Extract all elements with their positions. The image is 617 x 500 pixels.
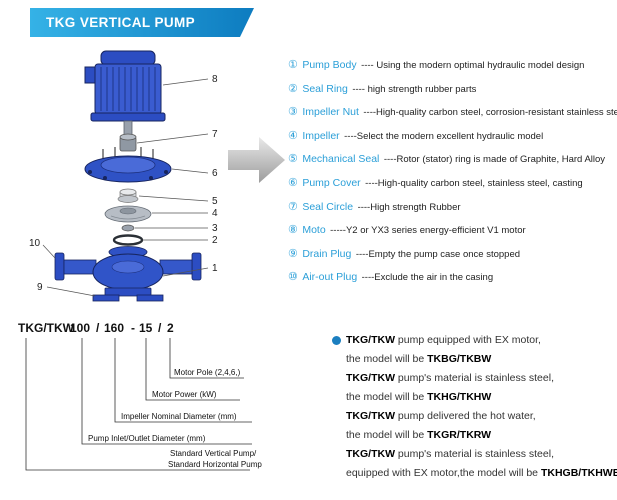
model-pole: 2 bbox=[167, 321, 174, 335]
note-line: equipped with EX motor,the model will be… bbox=[346, 467, 617, 479]
callout-6: 6 bbox=[212, 168, 218, 179]
part-item: ⑨ Drain Plug ----Empty the pump case onc… bbox=[288, 242, 616, 266]
part-name: Pump Body bbox=[302, 59, 357, 71]
part-desc: ---- high strength rubber parts bbox=[352, 83, 477, 95]
label-impeller-diameter: Impeller Nominal Diameter (mm) bbox=[121, 412, 237, 421]
label-series-line2: Standard Horizontal Pump bbox=[168, 460, 262, 469]
model-code-diagram: TKG/TKW 100 / 160 - 15 / 2 Motor Pole (2… bbox=[18, 321, 262, 471]
part-item: ① Pump Body ---- Using the modern optima… bbox=[288, 53, 616, 77]
part-name: Impeller Nut bbox=[302, 106, 359, 119]
part-number-icon: ④ bbox=[288, 129, 298, 142]
parts-list: ① Pump Body ---- Using the modern optima… bbox=[288, 53, 617, 289]
note-line: the model will be TKHG/TKHW bbox=[346, 391, 492, 403]
part-number-icon: ⑨ bbox=[288, 247, 298, 260]
callout-5: 5 bbox=[212, 196, 218, 207]
motor-illustration bbox=[84, 50, 166, 136]
part-name: Seal Ring bbox=[302, 82, 348, 95]
callout-4: 4 bbox=[212, 208, 218, 219]
part-name: Seal Circle bbox=[302, 200, 354, 213]
part-item: ⑤ Mechanical Seal ----Rotor (stator) rin… bbox=[288, 147, 616, 171]
pump-body-illustration bbox=[54, 246, 202, 302]
part-item: ② Seal Ring ---- high strength rubber pa… bbox=[288, 77, 616, 101]
part-name: Drain Plug bbox=[302, 247, 352, 260]
model-inlet: 100 bbox=[70, 321, 90, 335]
part-desc: ----High-quality carbon steel, corrosion… bbox=[363, 107, 617, 119]
note-line: the model will be TKBG/TKBW bbox=[346, 353, 492, 365]
part-desc: ----Select the modern excellent hydrauli… bbox=[344, 130, 544, 142]
callout-7: 7 bbox=[212, 129, 218, 140]
part-number-icon: ① bbox=[288, 59, 298, 71]
pump-cover-illustration bbox=[84, 147, 172, 183]
part-name: Impeller bbox=[302, 129, 340, 142]
coupling-illustration bbox=[119, 133, 137, 152]
part-desc: ----Rotor (stator) ring is made of Graph… bbox=[383, 154, 606, 166]
note-line: TKG/TKW pump's material is stainless ste… bbox=[346, 372, 554, 384]
part-number-icon: ③ bbox=[288, 106, 298, 119]
model-code-lines bbox=[25, 338, 252, 471]
part-desc: ---- Using the modern optimal hydraulic … bbox=[361, 60, 585, 71]
label-inlet-diameter: Pump Inlet/Outlet Diameter (mm) bbox=[88, 434, 206, 443]
part-number-icon: ⑦ bbox=[288, 200, 298, 213]
mechanical-seal-illustration bbox=[117, 188, 139, 203]
impeller-nut-illustration bbox=[121, 224, 135, 232]
note-line: the model will be TKGR/TKRW bbox=[346, 429, 492, 441]
part-number-icon: ② bbox=[288, 82, 298, 95]
arrow-right-icon bbox=[228, 137, 285, 183]
model-sep1: / bbox=[96, 321, 100, 335]
callout-lines bbox=[42, 78, 209, 297]
callout-1: 1 bbox=[212, 263, 218, 274]
impeller-illustration bbox=[104, 205, 152, 223]
label-motor-pole: Motor Pole (2,4,6,) bbox=[174, 368, 241, 377]
page-title: TKG VERTICAL PUMP bbox=[30, 8, 254, 37]
part-number-icon: ⑥ bbox=[288, 176, 298, 189]
note-line: TKG/TKW pump delivered the hot water, bbox=[346, 410, 536, 422]
part-desc: -----Y2 or YX3 series energy-efficient V… bbox=[330, 225, 526, 237]
label-motor-power: Motor Power (kW) bbox=[152, 390, 217, 399]
part-desc: ----High strength Rubber bbox=[357, 201, 461, 213]
part-name: Mechanical Seal bbox=[302, 153, 380, 166]
part-item: ③ Impeller Nut ----High-quality carbon s… bbox=[288, 100, 617, 124]
part-desc: ----High-quality carbon steel, stainless… bbox=[365, 177, 583, 189]
part-item: ⑥ Pump Cover ----High-quality carbon ste… bbox=[288, 171, 616, 195]
callout-8: 8 bbox=[212, 74, 218, 85]
part-desc: ----Empty the pump case once stopped bbox=[355, 248, 521, 260]
callout-10: 10 bbox=[29, 238, 41, 249]
part-name: Pump Cover bbox=[302, 176, 361, 189]
part-number-icon: ⑧ bbox=[288, 224, 298, 237]
model-power: 15 bbox=[139, 321, 153, 335]
part-name: Air-out Plug bbox=[302, 271, 358, 284]
part-number-icon: ⑩ bbox=[288, 271, 298, 284]
model-impeller: 160 bbox=[104, 321, 124, 335]
callout-2: 2 bbox=[212, 235, 218, 246]
part-item: ④ Impeller ----Select the modern excelle… bbox=[288, 124, 616, 148]
part-item: ⑧ Moto -----Y2 or YX3 series energy-effi… bbox=[288, 218, 616, 242]
note-line: TKG/TKW pump equipped with EX motor, bbox=[346, 334, 541, 346]
bullet-icon bbox=[332, 336, 341, 345]
model-sep2: - bbox=[131, 321, 135, 335]
note-line: TKG/TKW pump's material is stainless ste… bbox=[346, 448, 554, 460]
seal-ring-illustration bbox=[112, 234, 144, 246]
part-desc: ----Exclude the air in the casing bbox=[361, 272, 494, 284]
notes-block: TKG/TKW pump equipped with EX motor, the… bbox=[332, 331, 617, 483]
part-number-icon: ⑤ bbox=[288, 153, 298, 166]
part-item: ⑦ Seal Circle ----High strength Rubber bbox=[288, 195, 616, 219]
callout-9: 9 bbox=[37, 282, 43, 293]
callout-3: 3 bbox=[212, 223, 218, 234]
model-series: TKG/TKW bbox=[18, 321, 75, 335]
label-series-line1: Standard Vertical Pump/ bbox=[170, 449, 257, 458]
part-name: Moto bbox=[302, 224, 326, 237]
model-sep3: / bbox=[158, 321, 162, 335]
pump-exploded-diagram: 8 7 6 5 4 3 2 1 10 9 bbox=[29, 50, 218, 302]
part-item: ⑩ Air-out Plug ----Exclude the air in th… bbox=[288, 265, 616, 289]
